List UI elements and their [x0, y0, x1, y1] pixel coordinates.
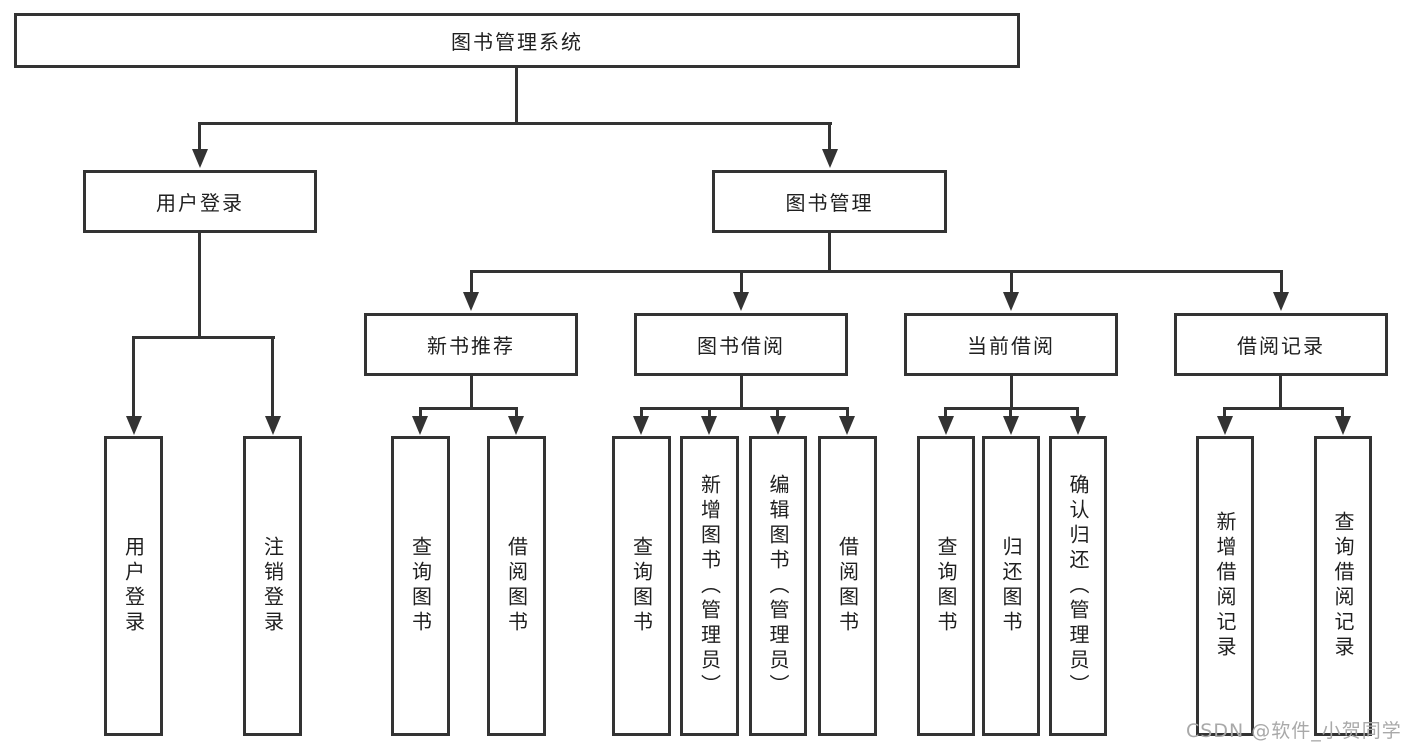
connector-arrowhead	[265, 416, 281, 435]
connector-line	[740, 376, 743, 407]
connector-line	[1279, 376, 1282, 407]
node-new-book-recommend-label: 新书推荐	[427, 334, 515, 358]
connector-arrowhead	[192, 149, 208, 168]
node-book-management: 图书管理	[712, 170, 947, 233]
leaf-query-books-recommend-label: 查询图书	[408, 536, 433, 636]
connector-arrowhead	[126, 416, 142, 435]
node-new-book-recommend: 新书推荐	[364, 313, 578, 376]
node-current-borrow: 当前借阅	[904, 313, 1118, 376]
connector-line	[740, 270, 743, 294]
connector-line	[1009, 407, 1012, 418]
node-book-borrow-label: 图书借阅	[697, 334, 785, 358]
connector-arrowhead	[1217, 416, 1233, 435]
node-current-borrow-label: 当前借阅	[967, 334, 1055, 358]
leaf-add-book-admin: 新增图书（管理员）	[680, 436, 739, 736]
connector-line	[515, 68, 518, 122]
connector-arrowhead	[1273, 292, 1289, 311]
leaf-query-books-borrow: 查询图书	[612, 436, 671, 736]
leaf-user-login: 用户登录	[104, 436, 163, 736]
connector-line	[828, 122, 831, 151]
leaf-query-books-recommend: 查询图书	[391, 436, 450, 736]
connector-line	[776, 407, 779, 418]
connector-line	[132, 336, 135, 418]
connector-line	[470, 376, 473, 407]
node-root-label: 图书管理系统	[451, 30, 583, 54]
connector-arrowhead	[1335, 416, 1351, 435]
leaf-confirm-return-admin: 确认归还（管理员）	[1049, 436, 1107, 736]
connector-arrowhead	[839, 416, 855, 435]
connector-line	[419, 407, 518, 410]
connector-line	[419, 407, 422, 418]
connector-arrowhead	[1070, 416, 1086, 435]
connector-line	[828, 233, 831, 270]
leaf-logout: 注销登录	[243, 436, 302, 736]
connector-arrowhead	[633, 416, 649, 435]
node-root: 图书管理系统	[14, 13, 1020, 68]
connector-arrowhead	[938, 416, 954, 435]
connector-line	[515, 407, 518, 418]
node-book-management-label: 图书管理	[785, 191, 874, 215]
leaf-return-book: 归还图书	[982, 436, 1040, 736]
leaf-query-borrow-record: 查询借阅记录	[1314, 436, 1372, 736]
connector-line	[1223, 407, 1226, 418]
leaf-return-book-label: 归还图书	[999, 536, 1023, 636]
connector-line	[1076, 407, 1079, 418]
connector-line	[708, 407, 711, 418]
leaf-add-borrow-record: 新增借阅记录	[1196, 436, 1254, 736]
leaf-query-books-current: 查询图书	[917, 436, 975, 736]
connector-line	[640, 407, 643, 418]
connector-arrowhead	[508, 416, 524, 435]
leaf-borrow-books-borrow: 借阅图书	[818, 436, 877, 736]
connector-line	[1223, 407, 1344, 410]
connector-line	[1280, 270, 1283, 294]
connector-arrowhead	[822, 149, 838, 168]
connector-line	[1341, 407, 1344, 418]
leaf-query-books-borrow-label: 查询图书	[629, 536, 654, 636]
leaf-borrow-books-recommend-label: 借阅图书	[504, 536, 529, 636]
node-borrow-record-label: 借阅记录	[1237, 334, 1325, 358]
node-book-borrow: 图书借阅	[634, 313, 848, 376]
leaf-borrow-books-borrow-label: 借阅图书	[835, 536, 860, 636]
connector-line	[640, 407, 849, 410]
connector-line	[470, 270, 1283, 273]
leaf-user-login-label: 用户登录	[121, 536, 146, 636]
connector-line	[846, 407, 849, 418]
leaf-query-borrow-record-label: 查询借阅记录	[1331, 511, 1355, 661]
connector-arrowhead	[1003, 416, 1019, 435]
leaf-edit-book-admin-label: 编辑图书（管理员）	[766, 473, 790, 699]
watermark: CSDN @软件_小贺同学	[1186, 720, 1402, 742]
connector-arrowhead	[733, 292, 749, 311]
leaf-logout-label: 注销登录	[260, 536, 285, 636]
connector-arrowhead	[1003, 292, 1019, 311]
connector-arrowhead	[412, 416, 428, 435]
connector-line	[944, 407, 947, 418]
connector-line	[198, 233, 201, 336]
connector-line	[1010, 376, 1013, 407]
node-user-login-label: 用户登录	[156, 191, 244, 215]
connector-line	[198, 122, 201, 151]
connector-arrowhead	[770, 416, 786, 435]
node-user-login: 用户登录	[83, 170, 317, 233]
connector-line	[133, 336, 275, 339]
leaf-borrow-books-recommend: 借阅图书	[487, 436, 546, 736]
connector-line	[1010, 270, 1013, 294]
leaf-add-book-admin-label: 新增图书（管理员）	[697, 473, 722, 699]
leaf-edit-book-admin: 编辑图书（管理员）	[749, 436, 807, 736]
node-borrow-record: 借阅记录	[1174, 313, 1388, 376]
leaf-add-borrow-record-label: 新增借阅记录	[1213, 511, 1237, 661]
connector-line	[198, 122, 832, 125]
connector-line	[271, 336, 274, 418]
connector-arrowhead	[463, 292, 479, 311]
connector-arrowhead	[701, 416, 717, 435]
connector-line	[470, 270, 473, 294]
leaf-query-books-current-label: 查询图书	[934, 536, 958, 636]
leaf-confirm-return-admin-label: 确认归还（管理员）	[1066, 473, 1090, 699]
